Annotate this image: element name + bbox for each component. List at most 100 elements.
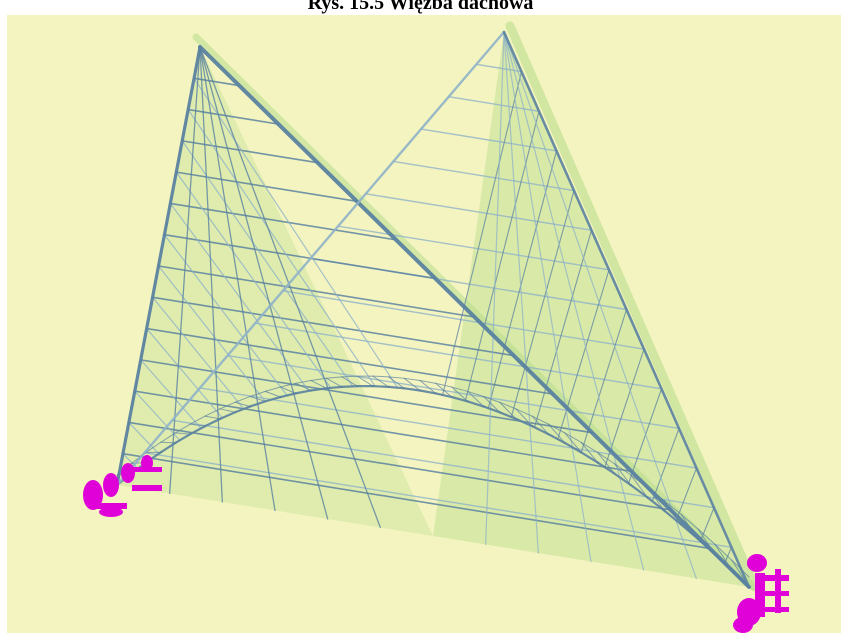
arch-diagonal [580,441,599,454]
truss-member [210,273,214,308]
truss-member [146,327,223,419]
arch-diagonal [279,382,297,388]
truss-member [583,338,595,379]
truss-member [565,409,573,449]
truss-member [169,202,310,392]
truss-member [544,148,560,189]
truss-member [517,70,533,111]
truss-member [540,258,549,298]
truss-member [494,251,497,289]
truss-member [328,389,343,426]
arch-diagonal [663,500,682,515]
truss-member [231,244,239,280]
truss-member [502,31,505,70]
arch-diagonal [515,408,533,427]
arch-chord [325,385,343,390]
truss-member [128,421,160,455]
truss-member [212,306,216,341]
arch-chord [371,385,390,388]
arch-diagonal [388,376,405,389]
support-bearings [83,455,789,633]
arch-chord [218,411,237,420]
arch-diagonal [204,415,221,420]
arch-diagonal [597,452,615,464]
glazing-panel [134,359,384,432]
truss-member [633,530,645,571]
truss-member [315,355,330,391]
truss-member [530,440,535,480]
support-bearing [83,480,103,510]
truss-member [353,458,369,494]
arch-diagonal [325,377,343,388]
truss-member [272,316,283,352]
truss-member [175,171,332,389]
truss-member [599,304,615,345]
arch-chord [466,400,485,408]
truss-member [527,403,532,442]
truss-member [651,427,680,502]
truss-member [218,436,222,471]
truss-member [207,208,211,243]
edge-chord-right [502,30,751,589]
arch-diagonal [325,376,343,379]
arch-diagonal [499,401,517,420]
truss-member [488,397,492,436]
truss-member [503,31,511,71]
truss-member [237,149,253,185]
truss-member [250,183,266,220]
arch-diagonal [310,377,327,381]
arch-diagonal [295,379,312,384]
arch-diagonal [680,513,699,530]
truss-member [220,178,228,214]
truss-member [276,252,291,288]
truss-member [585,265,601,306]
truss-member [593,377,605,417]
arch-chord [204,417,222,428]
glazing-panel [182,109,250,152]
truss-member [268,476,276,512]
truss-member [281,349,292,385]
truss-member [498,141,501,180]
arch-diagonal [175,432,191,435]
truss-member [290,383,301,419]
arch-diagonal [341,376,358,387]
arch-chord [159,441,177,454]
arch-diagonal [189,423,206,427]
arch-chord [613,472,632,487]
truss-member [487,434,491,472]
truss-member [235,181,247,217]
ridge-chord-right-wing [115,30,506,487]
arch-diagonal [341,375,358,378]
glazing-panel [128,391,400,467]
arch-chord [279,392,297,399]
truss-member [193,77,399,389]
support-plate [759,591,789,596]
main-chords [115,30,751,589]
truss-member [140,359,202,429]
arch-diagonal [515,408,533,417]
truss-member [210,112,217,147]
arch-diagonal [451,386,469,402]
truss-member [302,320,317,357]
glazing-panel [458,320,662,389]
truss-member [226,211,233,247]
truss-member [681,538,697,580]
truss-member [177,333,182,367]
support-plate [97,503,127,509]
truss-member [490,360,493,399]
truss-member [204,79,212,114]
glazing-panel [483,140,574,191]
arch-diagonal [264,390,281,398]
glazing-panel [140,328,367,397]
figure-caption: Rys. 15.5 Więźba dachowa [307,0,534,14]
truss-member [492,287,496,326]
arch-diagonal [580,441,599,464]
truss-member [603,415,615,456]
truss-member [508,105,512,145]
truss-member [244,214,256,250]
arch-diagonal [531,415,549,425]
render-viewport [7,15,841,633]
arch-diagonal [597,452,615,474]
glazing-panel [146,297,350,362]
arch-diagonal [630,474,649,498]
